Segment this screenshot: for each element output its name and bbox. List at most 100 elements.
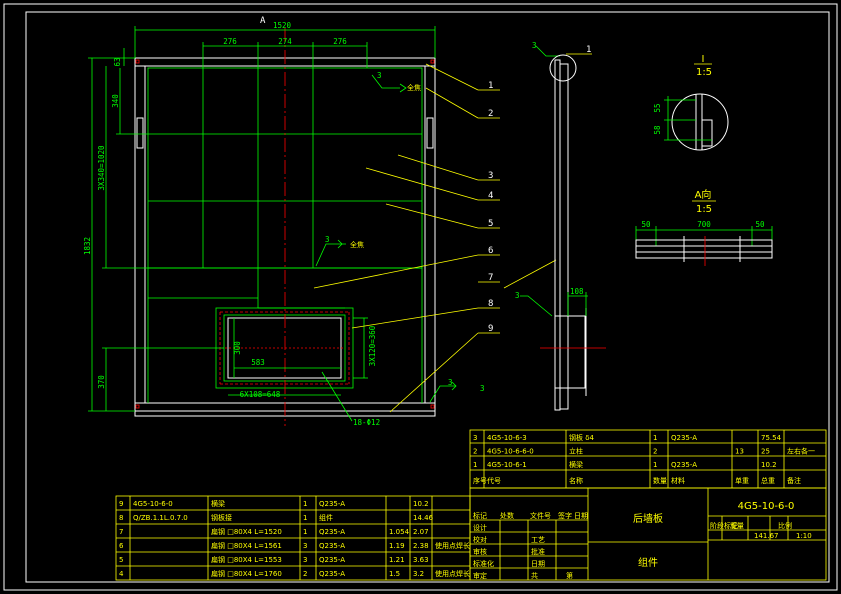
view-A-scale: 1:5 xyxy=(696,204,712,215)
tb-label-std: 标准化 xyxy=(473,559,494,568)
left-table-cell: 2 xyxy=(303,570,307,578)
tb-label-sign: 签字 xyxy=(558,511,572,520)
dim-seg3: 276 xyxy=(333,37,347,46)
parts-table-left xyxy=(115,495,471,581)
left-table-cell: 3 xyxy=(303,542,307,550)
left-table-cell: 5 xyxy=(119,556,123,564)
dim-hole-span-h: 6X108=648 xyxy=(240,390,281,399)
left-table-cell: 使用点焊长 xyxy=(435,569,470,578)
right-table-header: 总重 xyxy=(761,476,775,485)
weight-label: 重量 xyxy=(730,522,744,530)
right-table-header: 单重 xyxy=(735,476,749,485)
dim-seg2: 274 xyxy=(278,37,292,46)
left-table-cell: 钢板接 xyxy=(211,513,232,522)
weld-label-2: 全焦 xyxy=(350,240,364,249)
detail-I-title: I xyxy=(702,54,705,65)
left-table-cell: 3 xyxy=(303,556,307,564)
tb-label-approve: 批准 xyxy=(531,547,545,556)
right-table-cell: 4G5-10-6-3 xyxy=(487,434,527,442)
left-table-cell: 1.19 xyxy=(389,542,405,550)
tb-label-mark: 标记 xyxy=(473,511,487,520)
section-mark: A xyxy=(260,16,266,26)
title-block xyxy=(469,487,827,581)
detail-I-dim2: 58 xyxy=(653,125,662,135)
side-weld-top: 3 xyxy=(532,41,537,50)
left-table-cell: 扁钢 □80X4 L=1561 xyxy=(211,541,282,550)
dim-total-width: 1520 xyxy=(273,21,292,30)
right-table-cell: 钢板 δ4 xyxy=(569,433,595,442)
left-table-cell: 3.2 xyxy=(413,570,424,578)
right-table-cell: 3 xyxy=(473,434,477,442)
dim-top-offset: 63 xyxy=(113,57,122,66)
dim-holes: 18-Φ12 xyxy=(353,418,380,427)
tb-label-docno: 文件号 xyxy=(530,511,551,520)
detail-I-scale: 1:5 xyxy=(696,67,712,78)
weld-4: 3 xyxy=(480,384,485,393)
left-table-cell: 6 xyxy=(119,542,124,550)
right-lug xyxy=(426,117,434,149)
callout-leaders xyxy=(313,53,592,413)
right-table-header: 代号 xyxy=(487,476,501,485)
right-table-cell: 横梁 xyxy=(569,460,583,469)
right-table-cell: 1 xyxy=(653,461,657,469)
view-A-title: A向 xyxy=(695,188,712,201)
dim-bottom-offset: 370 xyxy=(97,375,106,389)
dim-total-height: 1832 xyxy=(83,237,92,255)
left-table-cell: Q235-A xyxy=(319,528,345,536)
right-table-header: 序号 xyxy=(473,476,487,485)
dim-seg1: 276 xyxy=(223,37,237,46)
left-table-cell: Q235-A xyxy=(319,542,345,550)
callout-3: 3 xyxy=(488,171,493,181)
left-table-cell: 使用点焊长 xyxy=(435,541,470,550)
right-table-header: 名称 xyxy=(569,476,583,485)
weld-label-1: 全焦 xyxy=(407,83,421,92)
left-table-cell: 9 xyxy=(119,500,123,508)
left-table-cell: 1 xyxy=(303,514,307,522)
tb-label-design: 设计 xyxy=(473,523,487,532)
left-table-cell: 8 xyxy=(119,514,123,522)
callout-7: 7 xyxy=(488,273,493,283)
right-table-header: 备注 xyxy=(787,476,801,485)
right-table-header: 材料 xyxy=(671,476,685,485)
tb-label-sign-date: 日期 xyxy=(574,512,588,520)
left-table-cell: 2.07 xyxy=(413,528,429,536)
left-table-cell: Q235-A xyxy=(319,556,345,564)
left-table-cell: 1 xyxy=(303,500,307,508)
weld-symbols xyxy=(315,45,560,403)
left-table-cell: 扁钢 □80X4 L=1520 xyxy=(211,527,282,536)
tb-label-process: 工艺 xyxy=(531,536,545,544)
right-table-header: 数量 xyxy=(653,476,667,485)
hole-markers xyxy=(135,59,435,409)
left-table-cell: 1.21 xyxy=(389,556,405,564)
side-view xyxy=(520,54,606,411)
dim-window-width: 583 xyxy=(251,358,265,367)
left-table-cell: 扁钢 □80X4 L=1553 xyxy=(211,555,282,564)
weight-value: 141.67 xyxy=(754,532,779,540)
view-A xyxy=(635,226,773,266)
right-table-cell: 立柱 xyxy=(569,447,583,456)
right-table-cell: Q235-A xyxy=(671,434,697,442)
view-A-dim2: 700 xyxy=(697,220,711,229)
left-table-cell: 14.46 xyxy=(413,514,434,522)
left-table-cell: 4G5-10-6-0 xyxy=(133,500,173,508)
side-weld: 3 xyxy=(515,291,520,300)
left-lug xyxy=(136,117,144,149)
callout-5: 5 xyxy=(488,219,493,229)
weld-1: 3 xyxy=(377,71,382,80)
tb-sheet-of: 第 xyxy=(566,571,573,580)
detail-I xyxy=(664,93,729,151)
right-table-cell: 1 xyxy=(653,434,657,442)
left-table-cell: 4 xyxy=(119,570,124,578)
dim-hole-span-v: 3X120=360 xyxy=(368,325,377,366)
right-table-cell: 75.54 xyxy=(761,434,782,442)
left-table-cell: 2.38 xyxy=(413,542,429,550)
view-A-dim1: 50 xyxy=(641,220,651,229)
right-table-cell: 1 xyxy=(473,461,477,469)
left-table-cell: 扁钢 □80X4 L=1760 xyxy=(211,569,282,578)
right-table-cell: 4G5-10-6-1 xyxy=(487,461,527,469)
right-table-cell: 13 xyxy=(735,448,744,456)
tb-label-date: 日期 xyxy=(531,560,545,568)
